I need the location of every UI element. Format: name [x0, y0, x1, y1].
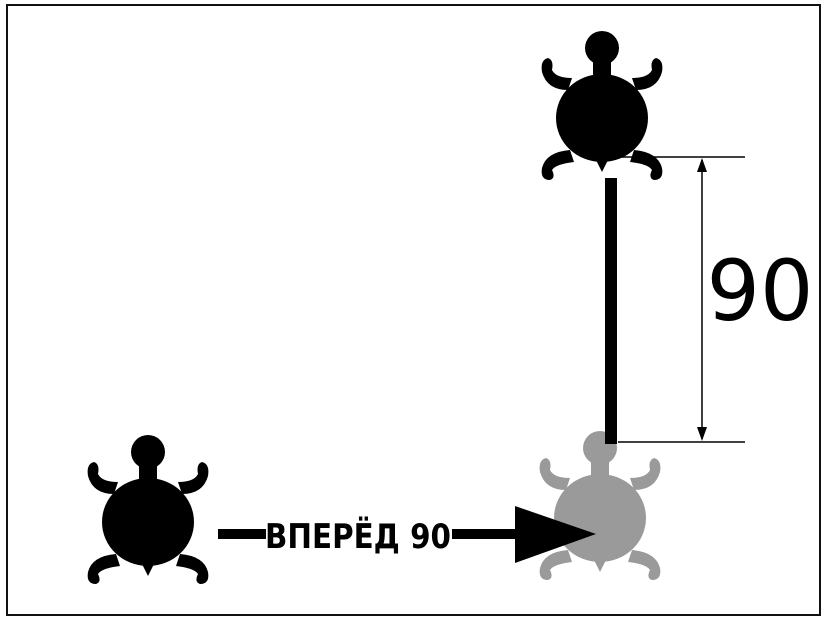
distance-label: 90: [707, 242, 814, 340]
command-arrow-line-left: [218, 529, 266, 539]
dimension-arrow-up: [697, 158, 707, 172]
command-arrow-line-right: [452, 529, 522, 539]
command-arrow-head: [515, 506, 596, 563]
start-turtle-icon: [87, 435, 209, 584]
ghost-turtle-icon: [539, 431, 661, 580]
command-label: ВПЕРЁД 90: [265, 516, 451, 557]
dimension-arrow-down: [697, 427, 707, 441]
drawn-path-line: [605, 178, 617, 444]
